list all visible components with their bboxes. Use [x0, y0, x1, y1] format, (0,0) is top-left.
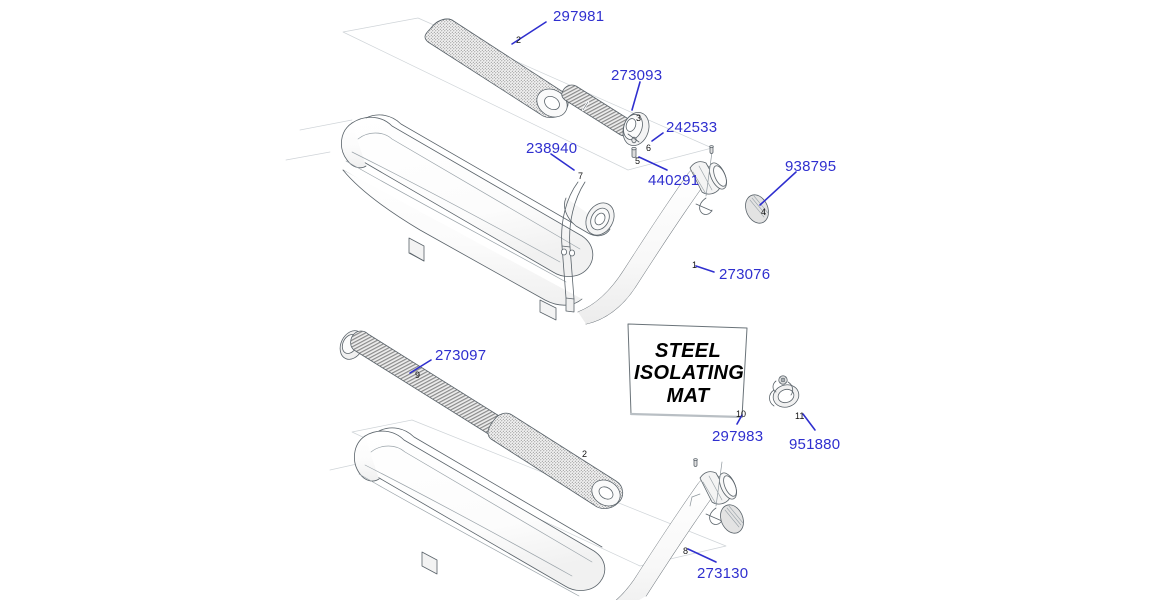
item-index-3-273093: 3 — [636, 113, 642, 123]
steel-isolating-mat-label: STEEL ISOLATING MAT — [634, 340, 745, 407]
part-number-951880[interactable]: 951880 — [789, 436, 841, 453]
item-index-8-273130: 8 — [683, 546, 689, 556]
part-number-297983[interactable]: 297983 — [712, 428, 764, 445]
item-index-7-238940: 7 — [578, 171, 584, 181]
part-number-242533[interactable]: 242533 — [666, 119, 718, 136]
leader-line-297983 — [736, 414, 743, 425]
part-number-238940[interactable]: 238940 — [526, 140, 578, 157]
item-index-9-273097: 9 — [415, 370, 421, 380]
leader-line-297981 — [511, 21, 547, 45]
part-number-273097[interactable]: 273097 — [435, 347, 487, 364]
item-index-5-440291: 5 — [635, 156, 641, 166]
item-index-4-938795: 4 — [761, 207, 767, 217]
leader-line-273130 — [687, 548, 717, 563]
leader-line-938795 — [759, 171, 797, 206]
leader-line-951880 — [802, 413, 816, 431]
part-number-297981[interactable]: 297981 — [553, 8, 605, 25]
part-number-273130[interactable]: 273130 — [697, 565, 749, 582]
leader-line-242533 — [651, 132, 664, 142]
leader-line-440291 — [638, 156, 668, 171]
part-number-273093[interactable]: 273093 — [611, 67, 663, 84]
leader-line-238940 — [550, 153, 575, 171]
leader-line-273097 — [409, 359, 432, 374]
leader-line-273093 — [631, 81, 641, 111]
item-index-10-297983: 10 — [736, 409, 747, 419]
item-index-11-951880: 11 — [795, 411, 805, 421]
part-number-938795[interactable]: 938795 — [785, 158, 837, 175]
item-index-2-297981: 2 — [516, 35, 522, 45]
item-index-2-extra: 2 — [582, 449, 588, 459]
leader-line-273076 — [695, 265, 715, 273]
item-index-6-242533: 6 — [646, 143, 652, 153]
item-index-1-273076: 1 — [692, 260, 698, 270]
part-number-273076[interactable]: 273076 — [719, 266, 771, 283]
part-number-440291[interactable]: 440291 — [648, 172, 700, 189]
